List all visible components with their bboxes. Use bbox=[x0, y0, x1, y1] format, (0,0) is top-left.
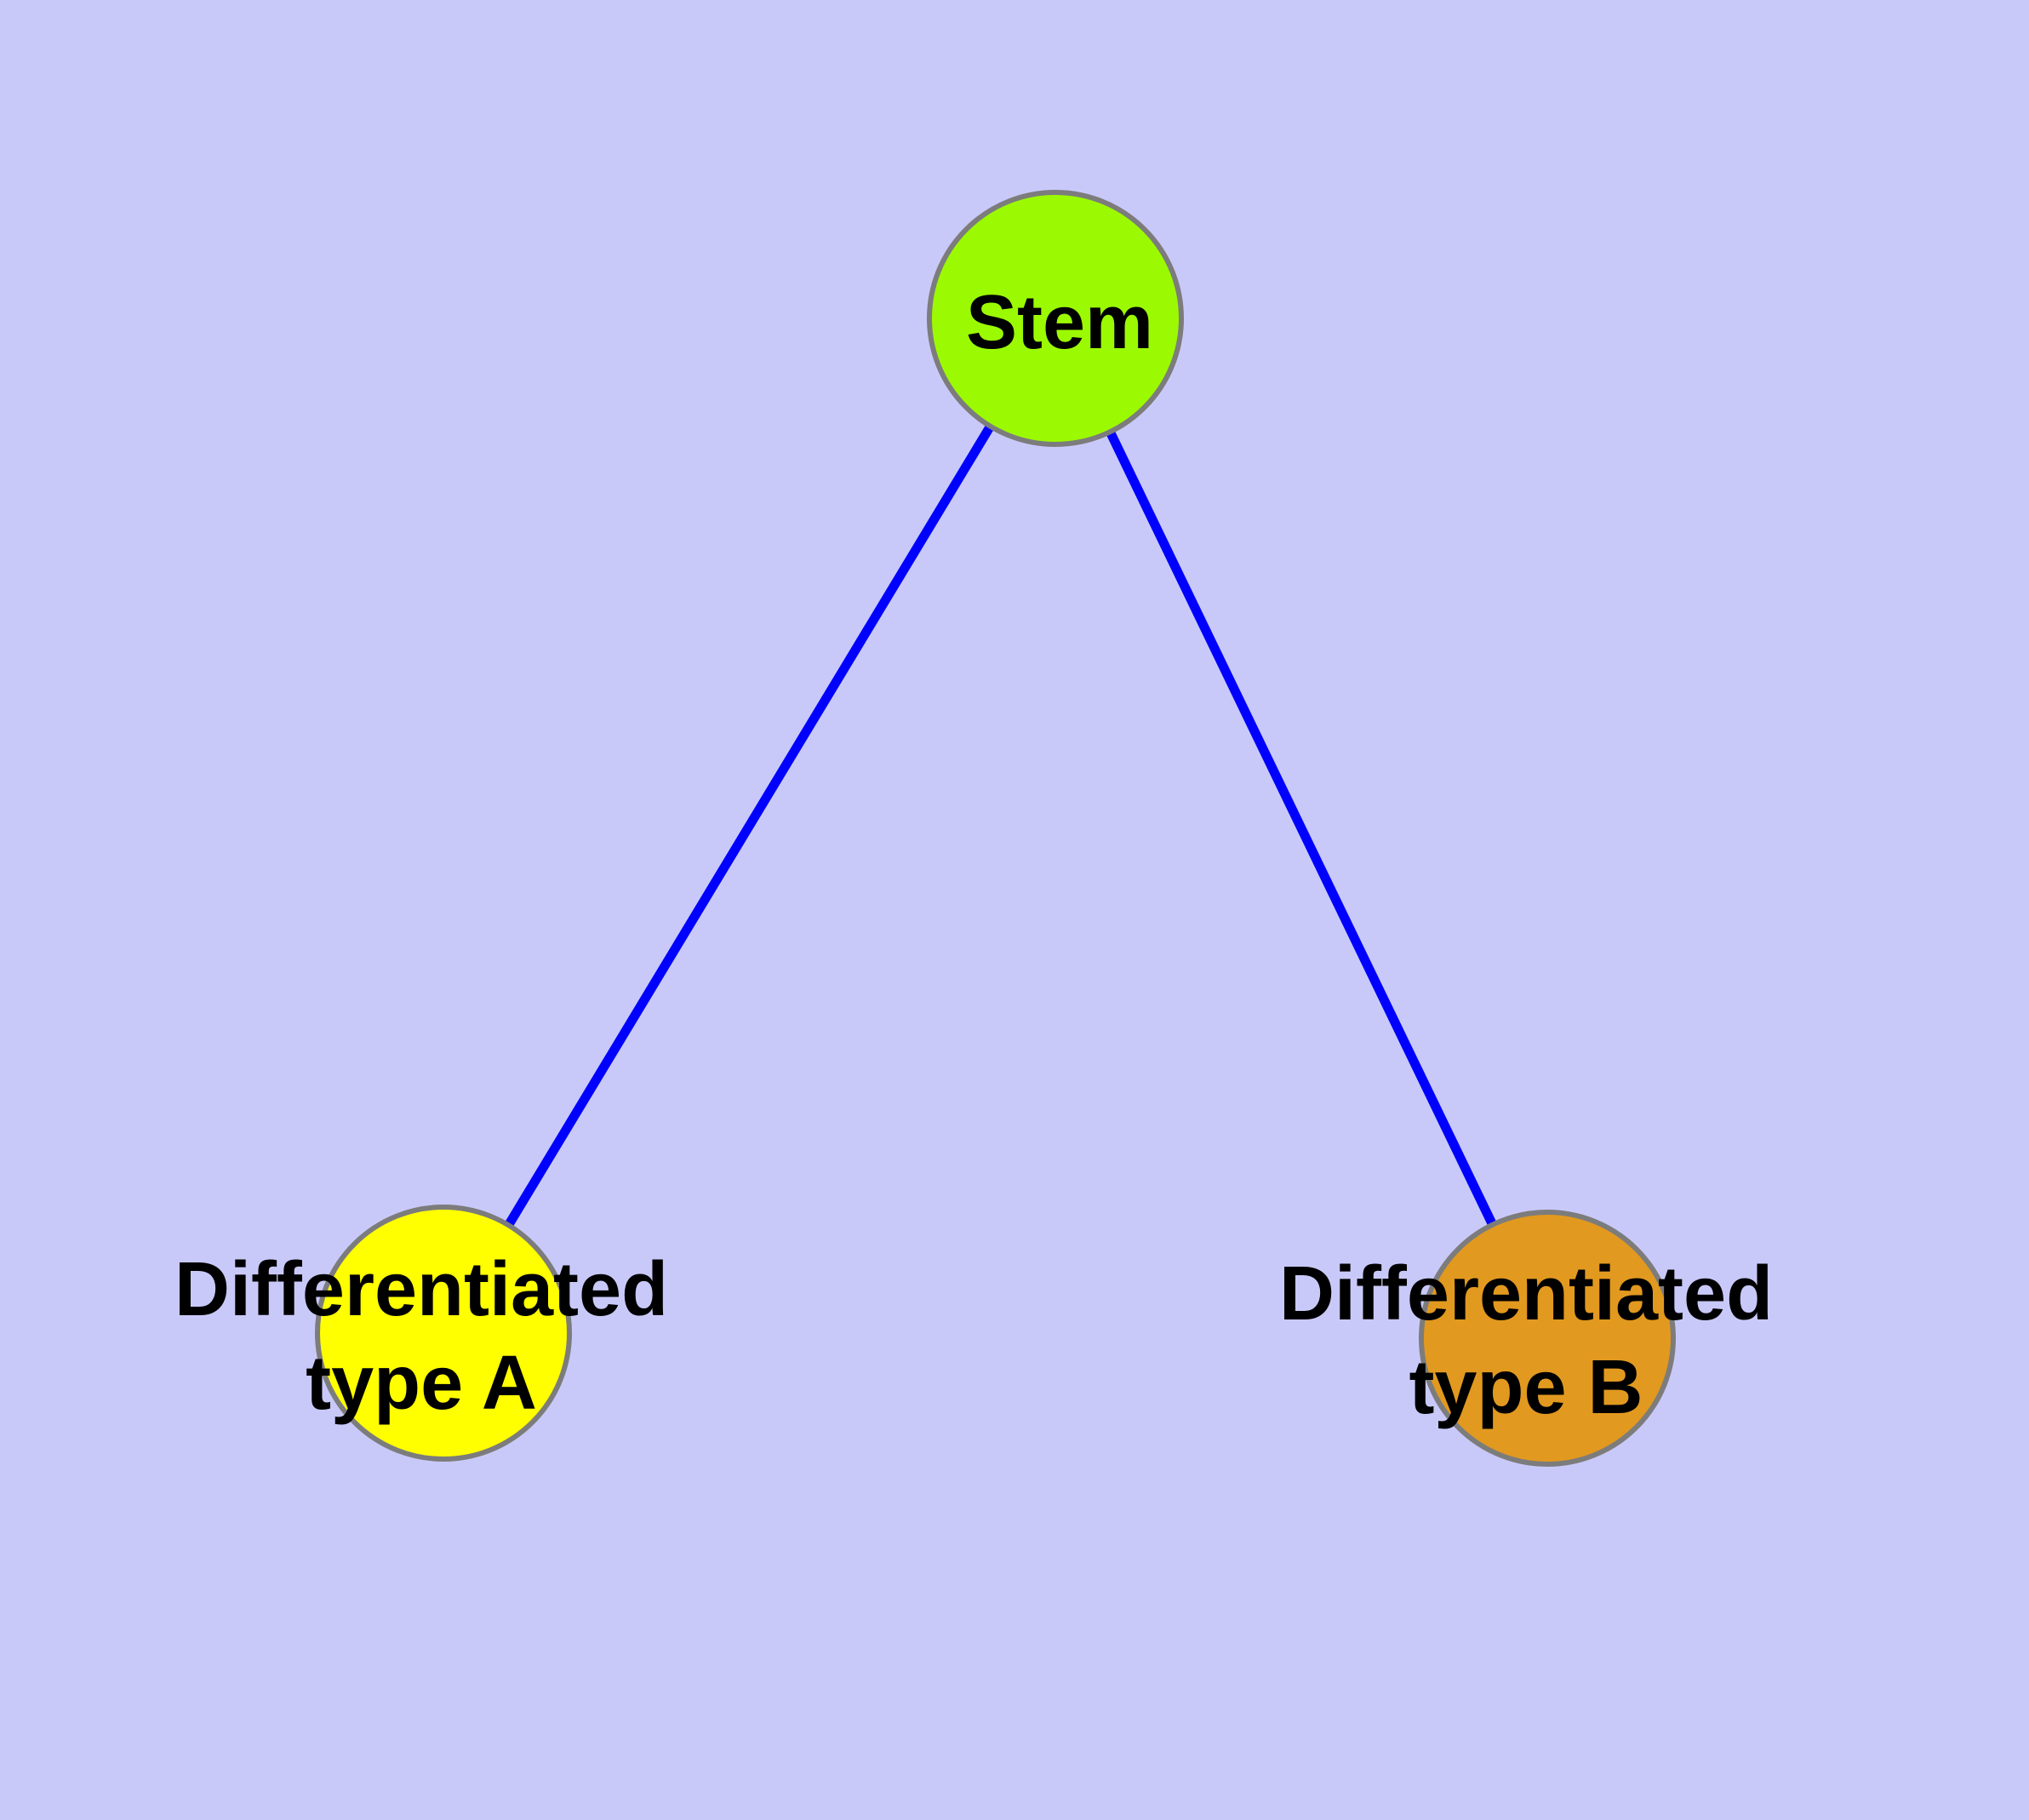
edge-stem-to-type-b bbox=[1051, 316, 1552, 1341]
node-type-b-label: Differentiated type B bbox=[1279, 1247, 1773, 1434]
node-stem-label: Stem bbox=[965, 280, 1154, 365]
node-stem bbox=[927, 190, 1184, 447]
label-line: Differentiated bbox=[174, 1247, 669, 1332]
edge-stem-to-type-a bbox=[439, 316, 1060, 1336]
label-line: type B bbox=[1409, 1345, 1643, 1430]
label-line: type A bbox=[306, 1341, 537, 1426]
node-differentiated-type-b bbox=[1419, 1210, 1676, 1467]
node-type-a-label: Differentiated type A bbox=[174, 1243, 668, 1430]
label-line: Differentiated bbox=[1278, 1251, 1774, 1336]
node-differentiated-type-a bbox=[315, 1205, 572, 1462]
